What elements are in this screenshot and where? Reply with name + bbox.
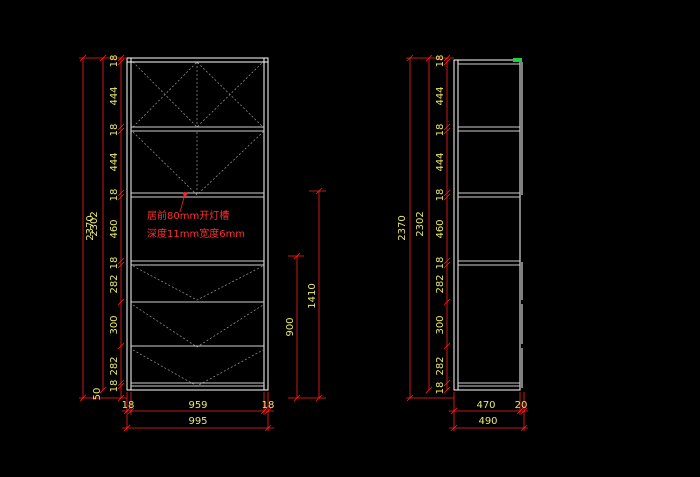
- side-shelves: [458, 63, 520, 387]
- front-seg-1: 18: [109, 55, 120, 68]
- lamp-slot-leader: [179, 192, 187, 213]
- front-seg-7: 18: [109, 257, 120, 270]
- side-seg-6: 460: [435, 219, 446, 238]
- side-seg-4: 444: [435, 152, 446, 171]
- side-seg-8: 282: [435, 274, 446, 293]
- front-outer-frame: [126, 57, 269, 391]
- side-view: 2370 2302 18 444 18 444 18 4: [397, 54, 528, 432]
- hinge-line-1: [132, 61, 264, 128]
- side-body-outline: [453, 59, 521, 391]
- front-seg-2: 444: [109, 86, 120, 105]
- front-seg-3: 18: [109, 124, 120, 137]
- front-seg-9: 300: [109, 315, 120, 334]
- side-seg-11: 18: [435, 382, 446, 395]
- front-view: 居前80mm开灯槽 深度11mm宽度6mm 2370 2302: [79, 54, 326, 432]
- front-cabinet-frame: [126, 57, 269, 391]
- lamp-slot-point: [183, 192, 187, 196]
- front-seg-4: 444: [109, 152, 120, 171]
- lamp-slot-height-1410: 1410: [307, 283, 318, 308]
- lamp-slot-note-line2: 深度11mm宽度6mm: [147, 227, 245, 240]
- side-seg-10: 282: [435, 356, 446, 375]
- front-lamp-slot-dims: [288, 187, 326, 402]
- side-seg-9: 300: [435, 315, 446, 334]
- side-seg-5: 18: [435, 189, 446, 202]
- side-total-height-dim: [406, 54, 454, 402]
- side-door-depth: 20: [515, 400, 528, 411]
- hinge-line-2: [132, 61, 264, 128]
- front-seg-11: 18: [109, 380, 120, 393]
- side-body-depth: 470: [476, 400, 495, 411]
- front-seg-6: 460: [109, 219, 120, 238]
- side-seg-3: 18: [435, 124, 446, 137]
- side-cabinet-frame: [453, 59, 521, 391]
- front-shelves: [131, 126, 264, 387]
- side-depth-dim: [449, 392, 528, 432]
- front-total-height-label: 2370: [85, 215, 96, 240]
- front-inner-height-dim: [99, 54, 107, 394]
- front-seg-10: 282: [109, 356, 120, 375]
- hinge-line-7: [132, 304, 264, 348]
- front-width-dim: [122, 392, 274, 432]
- lamp-slot-note-line1: 居前80mm开灯槽: [147, 209, 229, 222]
- side-segment-dim-line: [443, 54, 451, 394]
- lamp-slot-leader-line: [179, 193, 186, 213]
- side-inner-height-dim: [425, 54, 433, 394]
- front-total-width: 995: [188, 416, 207, 427]
- hinge-line-4: [132, 131, 264, 196]
- side-inner-height-label: 2302: [415, 211, 426, 236]
- side-seg-2: 444: [435, 86, 446, 105]
- front-seg-8: 282: [109, 274, 120, 293]
- front-left-side-width: 18: [122, 400, 135, 411]
- side-total-depth: 490: [478, 416, 497, 427]
- front-right-side-width: 18: [262, 400, 275, 411]
- front-inner-height-label: 2302: [89, 211, 100, 236]
- side-top-marker: [513, 58, 522, 62]
- front-segment-dim-line: [117, 54, 125, 402]
- side-total-height-label: 2370: [397, 215, 408, 240]
- front-seg-12: 50: [92, 388, 103, 401]
- lamp-slot-height-900: 900: [285, 317, 296, 336]
- front-seg-5: 18: [109, 189, 120, 202]
- hinge-line-6: [132, 265, 264, 301]
- side-seg-7: 18: [435, 257, 446, 270]
- side-seg-1: 18: [435, 55, 446, 68]
- front-inner-width: 959: [188, 400, 207, 411]
